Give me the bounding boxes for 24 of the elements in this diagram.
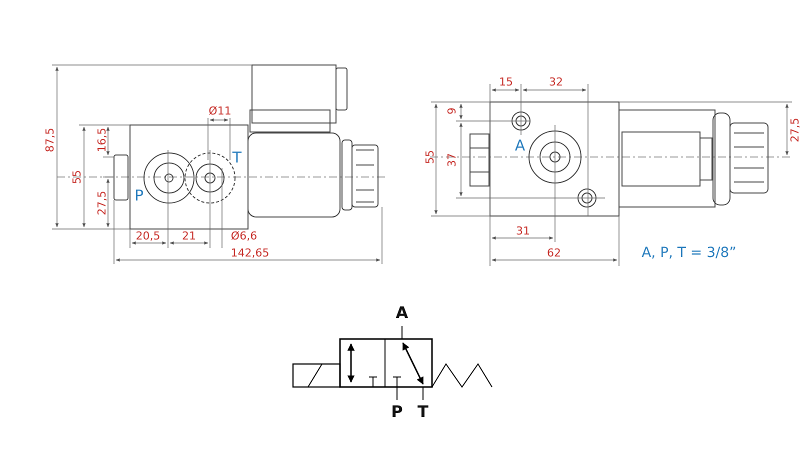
dimension-value: 16,5	[96, 128, 108, 152]
dimension-value: 21	[182, 230, 196, 242]
dimension-value: 15	[499, 76, 513, 88]
dimension-value: 27,5	[96, 190, 108, 216]
port-size-note: A, P, T = 3/8”	[642, 246, 736, 260]
port-label: T	[232, 150, 242, 166]
port-label: A	[514, 138, 526, 154]
dimension-value: Ø11	[208, 106, 232, 116]
dimension-value: 32	[549, 76, 563, 88]
port-label: P	[391, 404, 403, 420]
dimension-value: 9	[446, 108, 458, 114]
dimension-value: 20,5	[136, 230, 160, 242]
dimension-value: 37	[446, 153, 458, 167]
port-label: A	[396, 305, 408, 321]
port-label: T	[418, 404, 428, 420]
dimension-value: Ø6,6	[230, 230, 258, 242]
dimension-value: 62	[547, 248, 561, 258]
dimension-value: 27,5	[790, 118, 800, 142]
port-label: P	[134, 188, 144, 204]
dimension-value: 87,5	[44, 128, 56, 152]
dimension-value: 55	[424, 150, 436, 164]
dimension-value: 55	[72, 170, 82, 184]
dimension-value: 31	[516, 226, 530, 236]
dimension-value: 142,65	[230, 248, 270, 258]
